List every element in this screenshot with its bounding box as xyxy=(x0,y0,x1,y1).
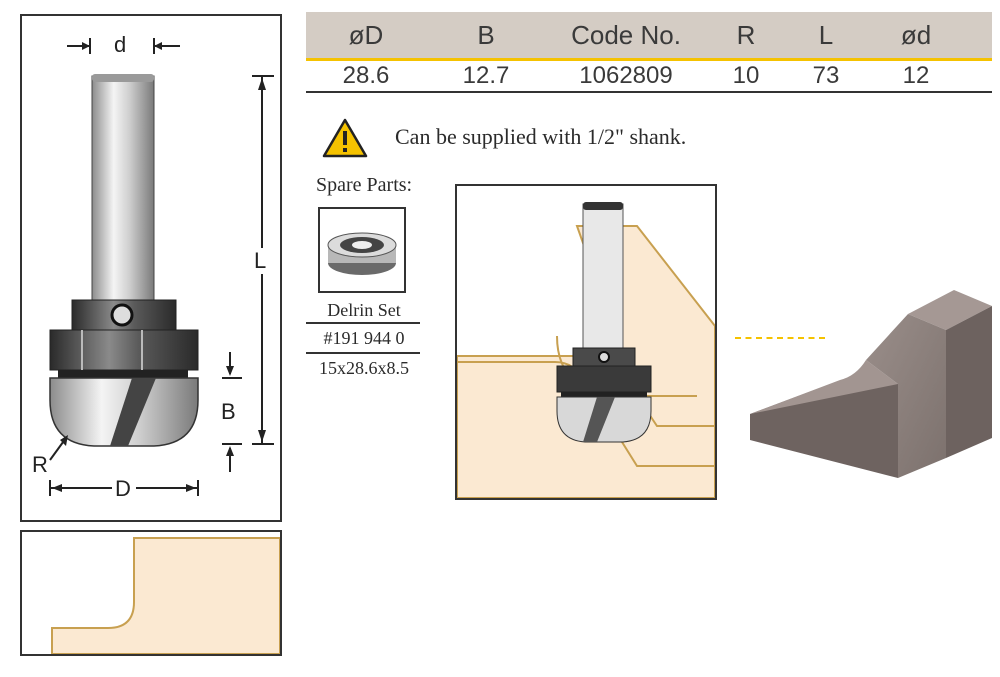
bearing-image-box xyxy=(318,207,406,293)
header-cell-diameter: øD xyxy=(348,20,384,50)
usage-illustration xyxy=(457,202,715,498)
divider xyxy=(306,352,420,354)
usage-illustration-panel xyxy=(455,184,717,500)
spare-part-size: 15x28.6x8.5 xyxy=(319,358,409,378)
divider xyxy=(306,322,420,324)
cell-r: 10 xyxy=(732,62,760,89)
dim-label-d: d xyxy=(114,32,127,57)
table-row: 28.6 12.7 1062809 10 73 12 xyxy=(306,61,992,93)
dim-label-R: R xyxy=(32,452,48,477)
header-cell-shank: ød xyxy=(900,20,932,50)
dim-label-L: L xyxy=(254,248,267,274)
spare-part-name: Delrin Set xyxy=(327,300,401,320)
dashed-guide-line xyxy=(735,337,825,339)
spare-parts-title: Spare Parts: xyxy=(316,174,413,196)
bearing-icon xyxy=(327,232,397,275)
dim-label-B: B xyxy=(221,399,236,424)
profile-3d-model xyxy=(750,290,992,478)
cell-b: 12.7 xyxy=(462,62,510,89)
cell-diameter: 28.6 xyxy=(342,62,390,89)
shank-notice-text: Can be supplied with 1/2" shank. xyxy=(395,124,687,149)
cut-profile-panel xyxy=(20,530,282,656)
router-bit-drawing xyxy=(49,38,274,498)
header-cell-r: R xyxy=(736,20,756,50)
spec-table-header: øD B Code No. R L ød xyxy=(306,12,992,61)
spare-part-code: #191 944 0 xyxy=(323,328,405,348)
cell-code: 1062809 xyxy=(579,62,673,89)
header-cell-l: L xyxy=(818,20,834,50)
warning-triangle-icon xyxy=(322,118,368,158)
spec-table: øD B Code No. R L ød 28.6 12.7 1062809 1… xyxy=(306,12,992,93)
dim-label-D: D xyxy=(115,476,131,501)
header-cell-code: Code No. xyxy=(571,20,681,50)
cell-shank: 12 xyxy=(902,62,930,89)
tool-drawing-panel: d L B R D xyxy=(20,14,282,522)
header-cell-b: B xyxy=(477,20,495,50)
cell-l: 73 xyxy=(812,62,840,89)
cut-profile-drawing xyxy=(51,537,281,655)
